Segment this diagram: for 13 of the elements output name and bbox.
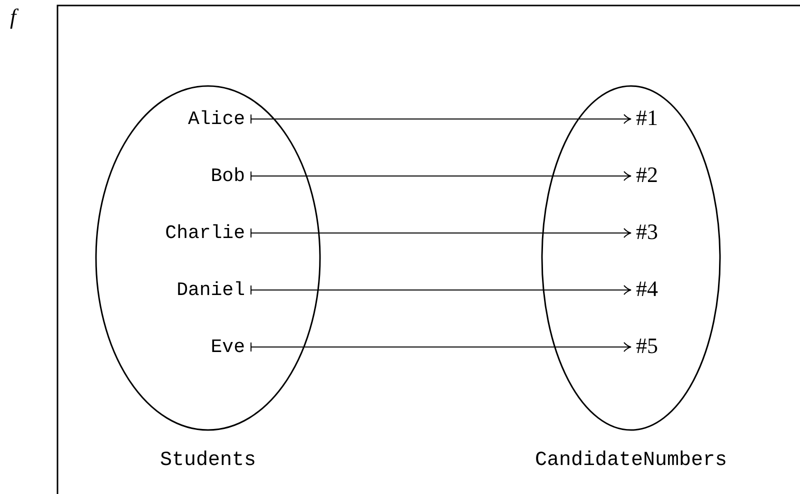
domain-element: Charlie — [165, 221, 245, 245]
domain-element: Daniel — [176, 278, 245, 302]
codomain-element: #1 — [636, 106, 658, 130]
domain-element: Alice — [188, 107, 245, 131]
codomain-element: #5 — [636, 334, 658, 358]
set-label: CandidateNumbers — [534, 449, 728, 472]
codomain-element: #3 — [636, 220, 658, 244]
codomain-element: #2 — [636, 163, 658, 187]
codomain-element: #4 — [636, 277, 658, 301]
set-label: Students — [160, 449, 256, 472]
domain-element: Eve — [210, 335, 245, 359]
domain-element: Bob — [210, 164, 245, 188]
function-label: f — [10, 4, 16, 30]
